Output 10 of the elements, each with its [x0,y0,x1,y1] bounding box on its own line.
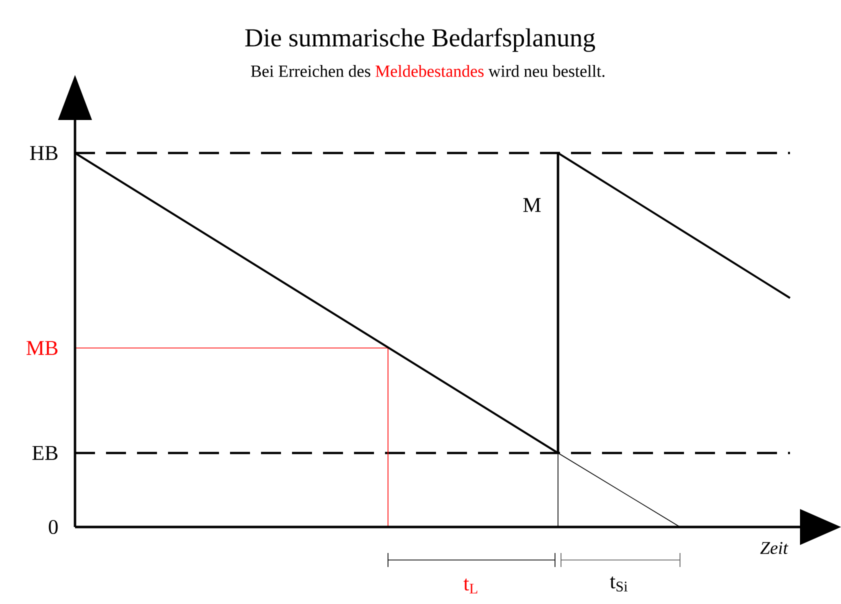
axis-label: Zeit [760,542,788,554]
axis-label: HB [30,146,58,160]
subtitle: Bei Erreichen des Meldebestandes wird neu bestellt. [250,65,604,77]
axis-label: 0 [48,520,58,534]
axis-label: EB [32,446,58,460]
dimension-label: t$_{L}$ [464,578,478,594]
axis-label: MB [26,341,58,355]
dimension-label: t$_{Si}$ [610,576,628,592]
title: Die summarische Bedarfsplanung [245,28,596,52]
line-label: M [523,198,541,212]
